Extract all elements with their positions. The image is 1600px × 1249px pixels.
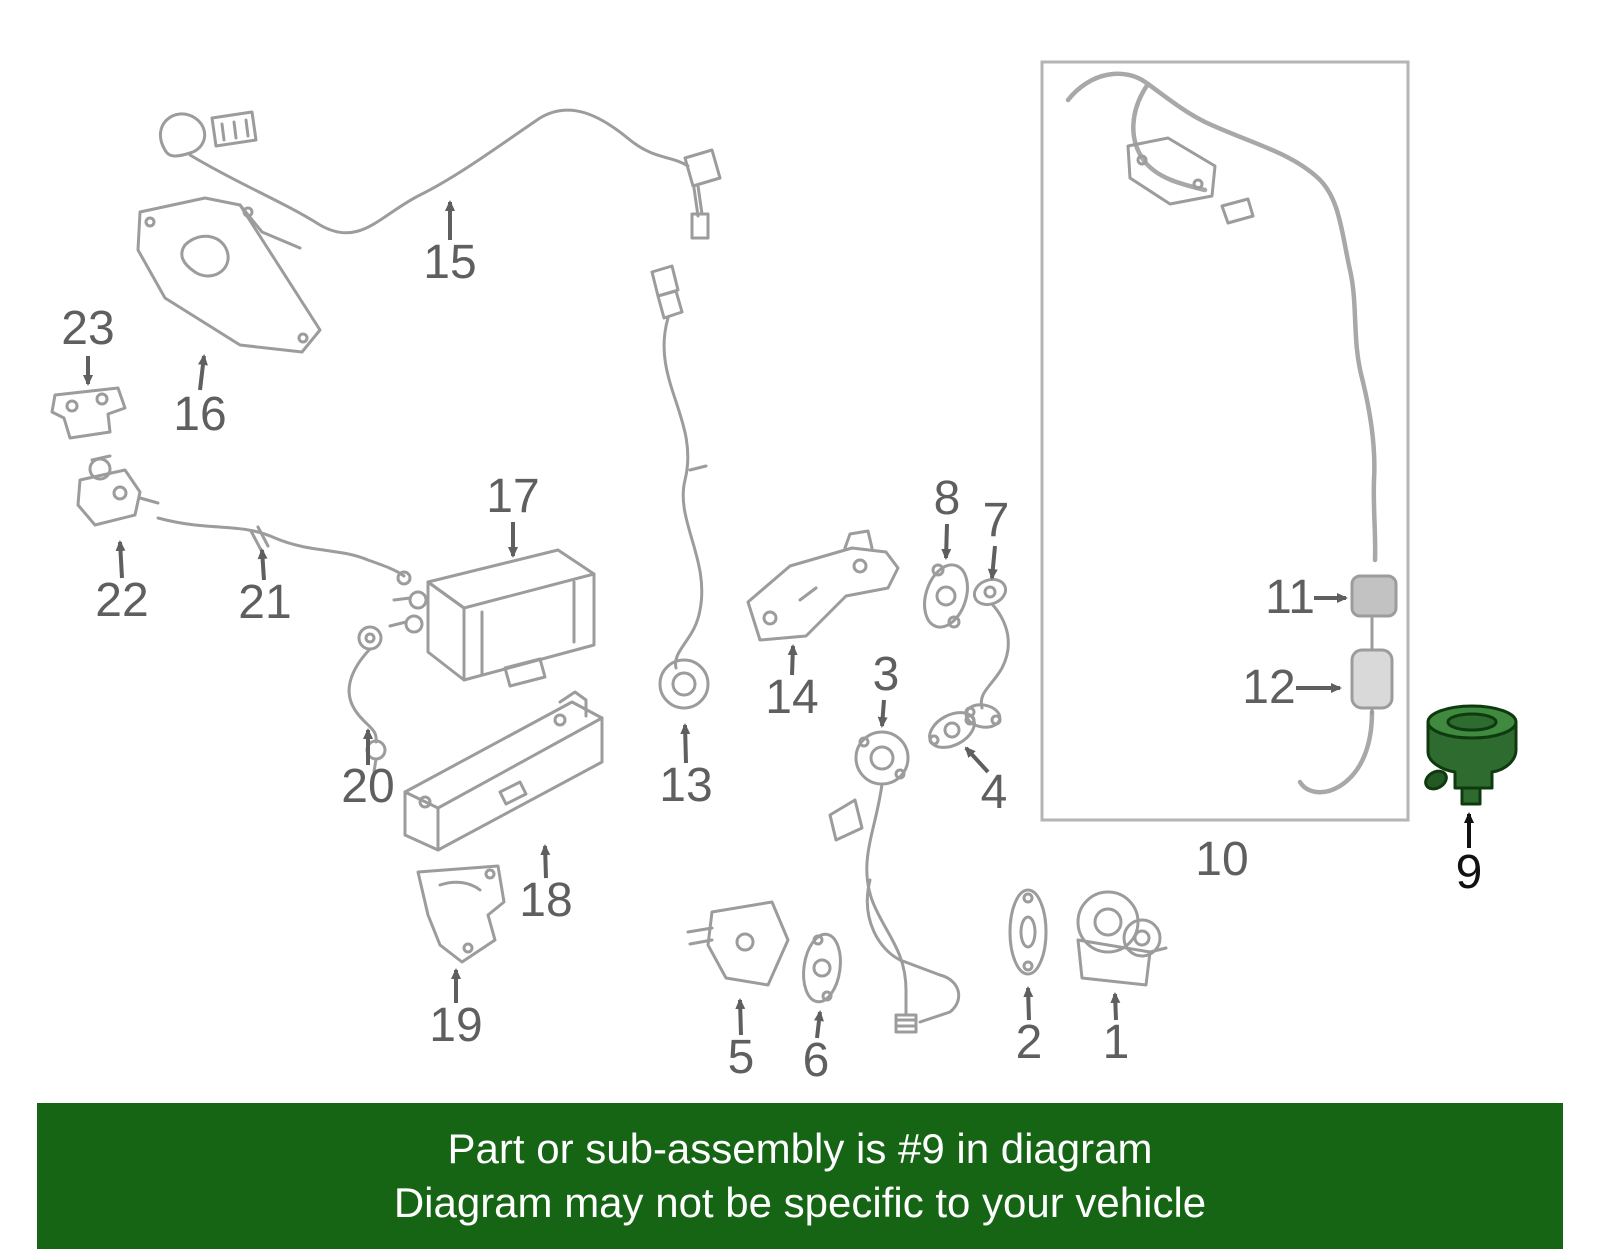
part-9-label: 9 [1456,846,1483,899]
notice-banner-line-2: Diagram may not be specific to your vehi… [393,1179,1207,1226]
assembly-box-outline [1040,60,1410,822]
part-15-callout: 15 [423,200,477,289]
part-17-label: 17 [486,470,539,523]
part-19-illustration [416,864,506,964]
part-3-label: 3 [873,648,900,701]
part-6-label: 6 [803,1034,830,1087]
part-7-illustration [964,577,1010,729]
part-10-label: 10 [1195,833,1248,886]
part-12-label: 12 [1242,661,1295,714]
part-23-callout: 23 [61,302,115,386]
part-15-label: 15 [423,236,476,289]
part-1-callout: 1 [1103,992,1130,1069]
part-1-label: 1 [1103,1016,1130,1069]
notice-banner: Part or sub-assembly is #9 in diagram Di… [37,1103,1563,1249]
part-3-illustration [828,730,961,1034]
part-21-illustration [156,516,412,586]
part-13-callout: 13 [659,723,713,812]
part-8-callout: 8 [934,472,961,560]
part-4-callout: 4 [964,746,1008,819]
part-18-label: 18 [519,874,572,927]
part-12-callout: 12 [1242,661,1342,714]
part-16-illustration [136,196,322,354]
part-16-label: 16 [173,388,226,441]
part-23-illustration [50,386,127,440]
part-23-label: 23 [61,302,114,355]
part-7-callout: 7 [983,494,1010,580]
part-4-illustration [928,711,976,749]
notice-banner-line-1: Part or sub-assembly is #9 in diagram [447,1124,1153,1172]
part-17-callout: 17 [486,470,540,558]
part-21-callout: 21 [238,548,292,629]
part-14-label: 14 [765,671,818,724]
parts-diagram-canvas: 15 23 16 22 21 17 20 18 [50,60,1518,1087]
part-19-label: 19 [429,999,482,1052]
part-22-label: 22 [95,574,148,627]
part-4-label: 4 [981,766,1008,819]
part-5-callout: 5 [728,998,755,1084]
part-9-highlighted-illustration [1424,704,1518,806]
part-21-label: 21 [238,576,291,629]
part-8-illustration [923,563,969,629]
part-9-callout: 9 [1456,812,1483,899]
part-17-illustration [388,548,596,688]
part-13-label: 13 [659,759,712,812]
part-14-callout: 14 [765,644,819,724]
part-11-callout: 11 [1265,571,1348,624]
part-22-callout: 22 [95,540,149,627]
part-10-callout: 10 [1195,833,1248,886]
part-18-callout: 18 [519,844,573,927]
part-5-label: 5 [728,1031,755,1084]
part-10-illustration [1065,71,1378,795]
part-7-label: 7 [983,494,1010,547]
part-20-label: 20 [341,760,394,813]
part-16-callout: 16 [173,354,227,441]
part-22-illustration [76,454,160,527]
part-5-illustration [686,900,790,987]
part-2-illustration [1008,888,1048,976]
part-6-callout: 6 [803,1010,830,1087]
part-2-callout: 2 [1016,986,1043,1069]
part-6-illustration [802,932,842,1004]
part-20-callout: 20 [341,728,395,813]
part-11-illustration [1350,574,1398,618]
part-15-illustration [158,108,722,240]
part-2-label: 2 [1016,1016,1043,1069]
part-12-illustration [1350,616,1394,716]
part-8-label: 8 [934,472,961,525]
part-13-illustration [650,264,710,710]
part-11-label: 11 [1265,571,1315,624]
part-19-callout: 19 [429,968,483,1052]
part-1-illustration [1076,890,1168,987]
part-3-callout: 3 [873,648,900,728]
part-14-illustration [746,529,900,642]
part-18-illustration [403,690,604,852]
